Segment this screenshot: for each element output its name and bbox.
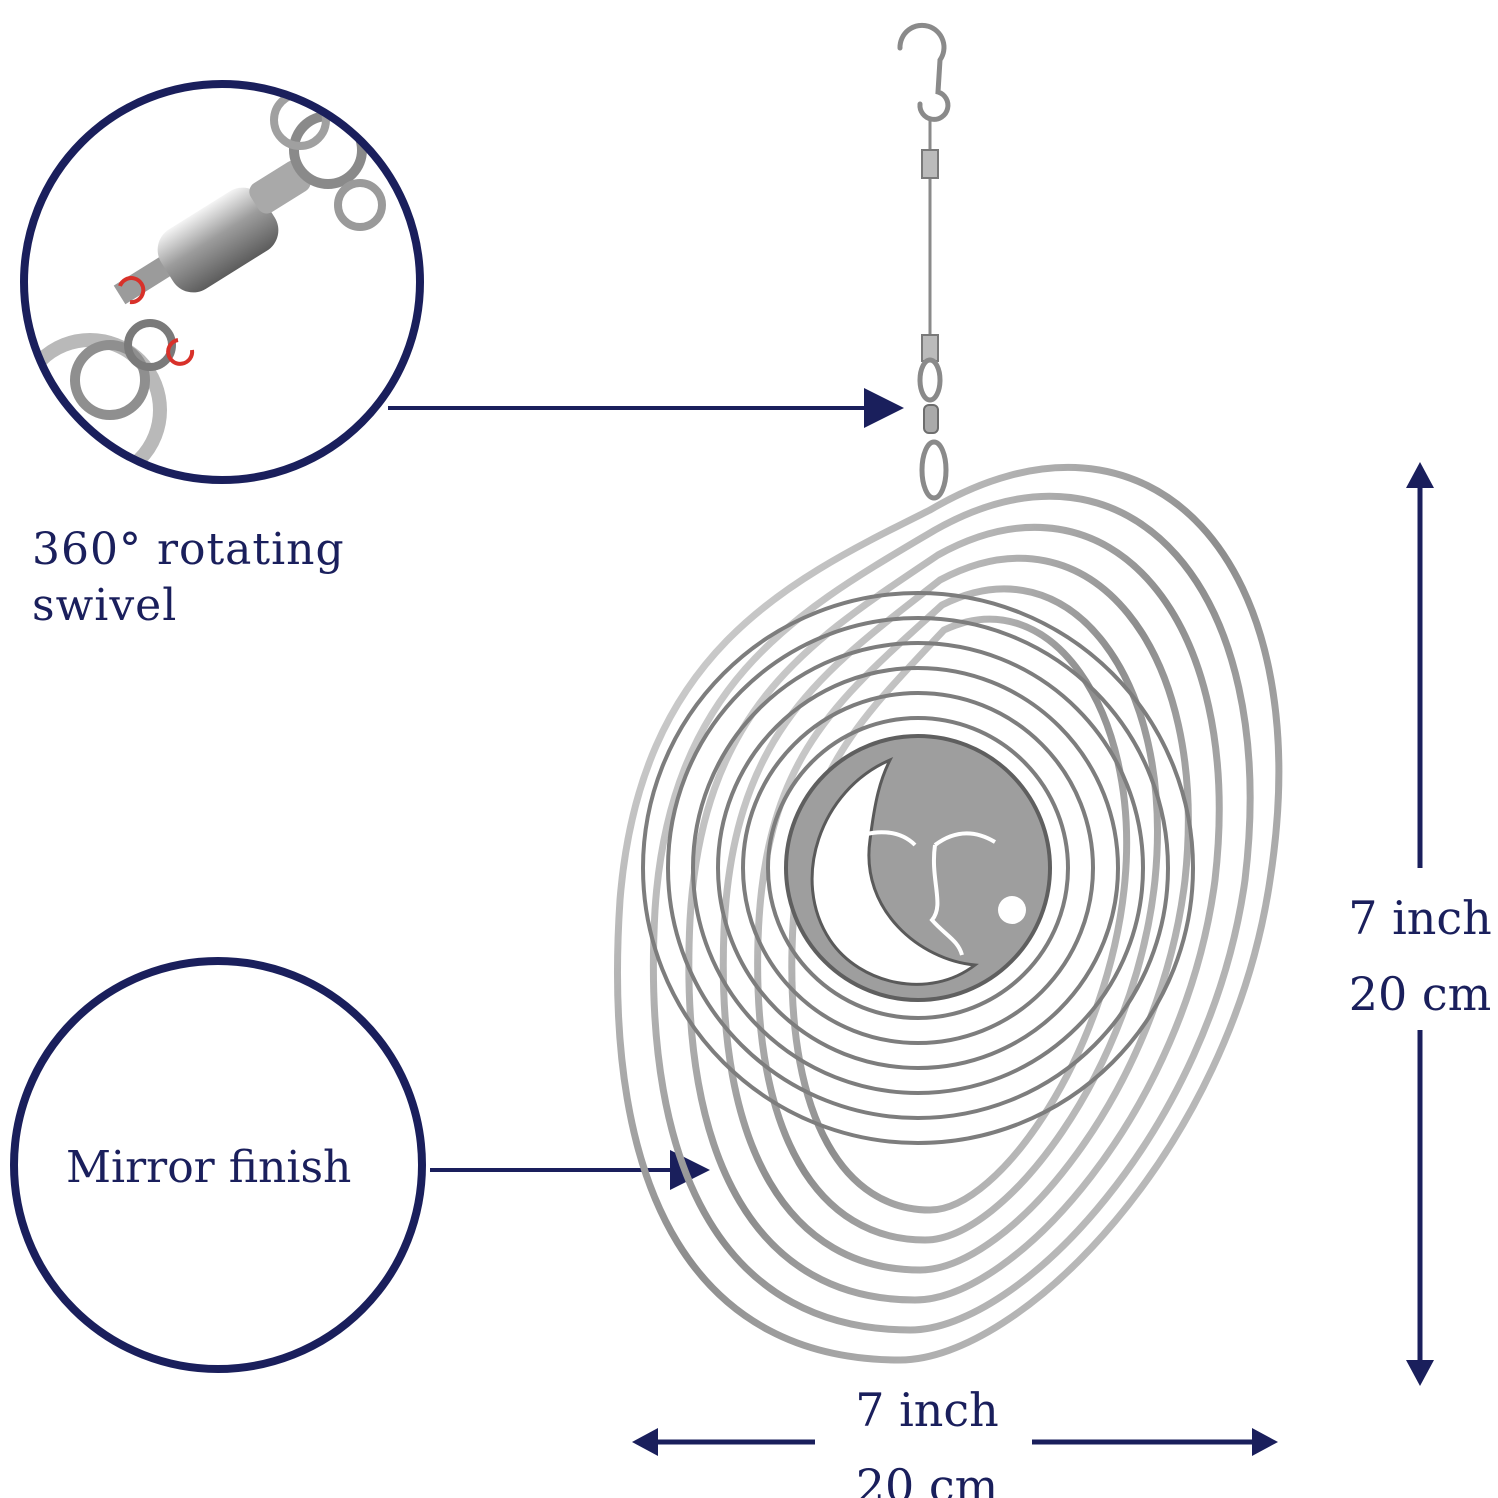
width-inch: 7 inch: [855, 1383, 999, 1437]
height-dimension-arrow: [1406, 462, 1434, 1386]
moon-face-wind-spinner-icon: [614, 464, 1283, 1364]
swivel-closeup: [20, 80, 424, 484]
width-dimension-label: 7 inch 20 cm: [832, 1372, 1022, 1498]
swivel-label-line1: 360° rotating: [32, 524, 345, 575]
swivel-label-line2: swivel: [32, 580, 178, 631]
width-dimension-arrow: [632, 1428, 1278, 1456]
hanging-hook-icon: [897, 22, 951, 501]
height-cm: 20 cm: [1348, 967, 1492, 1021]
swivel-callout-label: 360° rotating swivel: [32, 522, 392, 634]
mirror-callout-circle: [10, 957, 426, 1373]
height-dimension-label: 7 inch 20 cm: [1340, 880, 1498, 1032]
width-cm: 20 cm: [855, 1459, 999, 1498]
height-inch: 7 inch: [1348, 891, 1492, 945]
swivel-callout-circle: [20, 80, 424, 484]
mirror-callout-label: Mirror finish: [66, 1142, 352, 1193]
ball-bearing-swivel-closeup-icon: [24, 84, 420, 480]
